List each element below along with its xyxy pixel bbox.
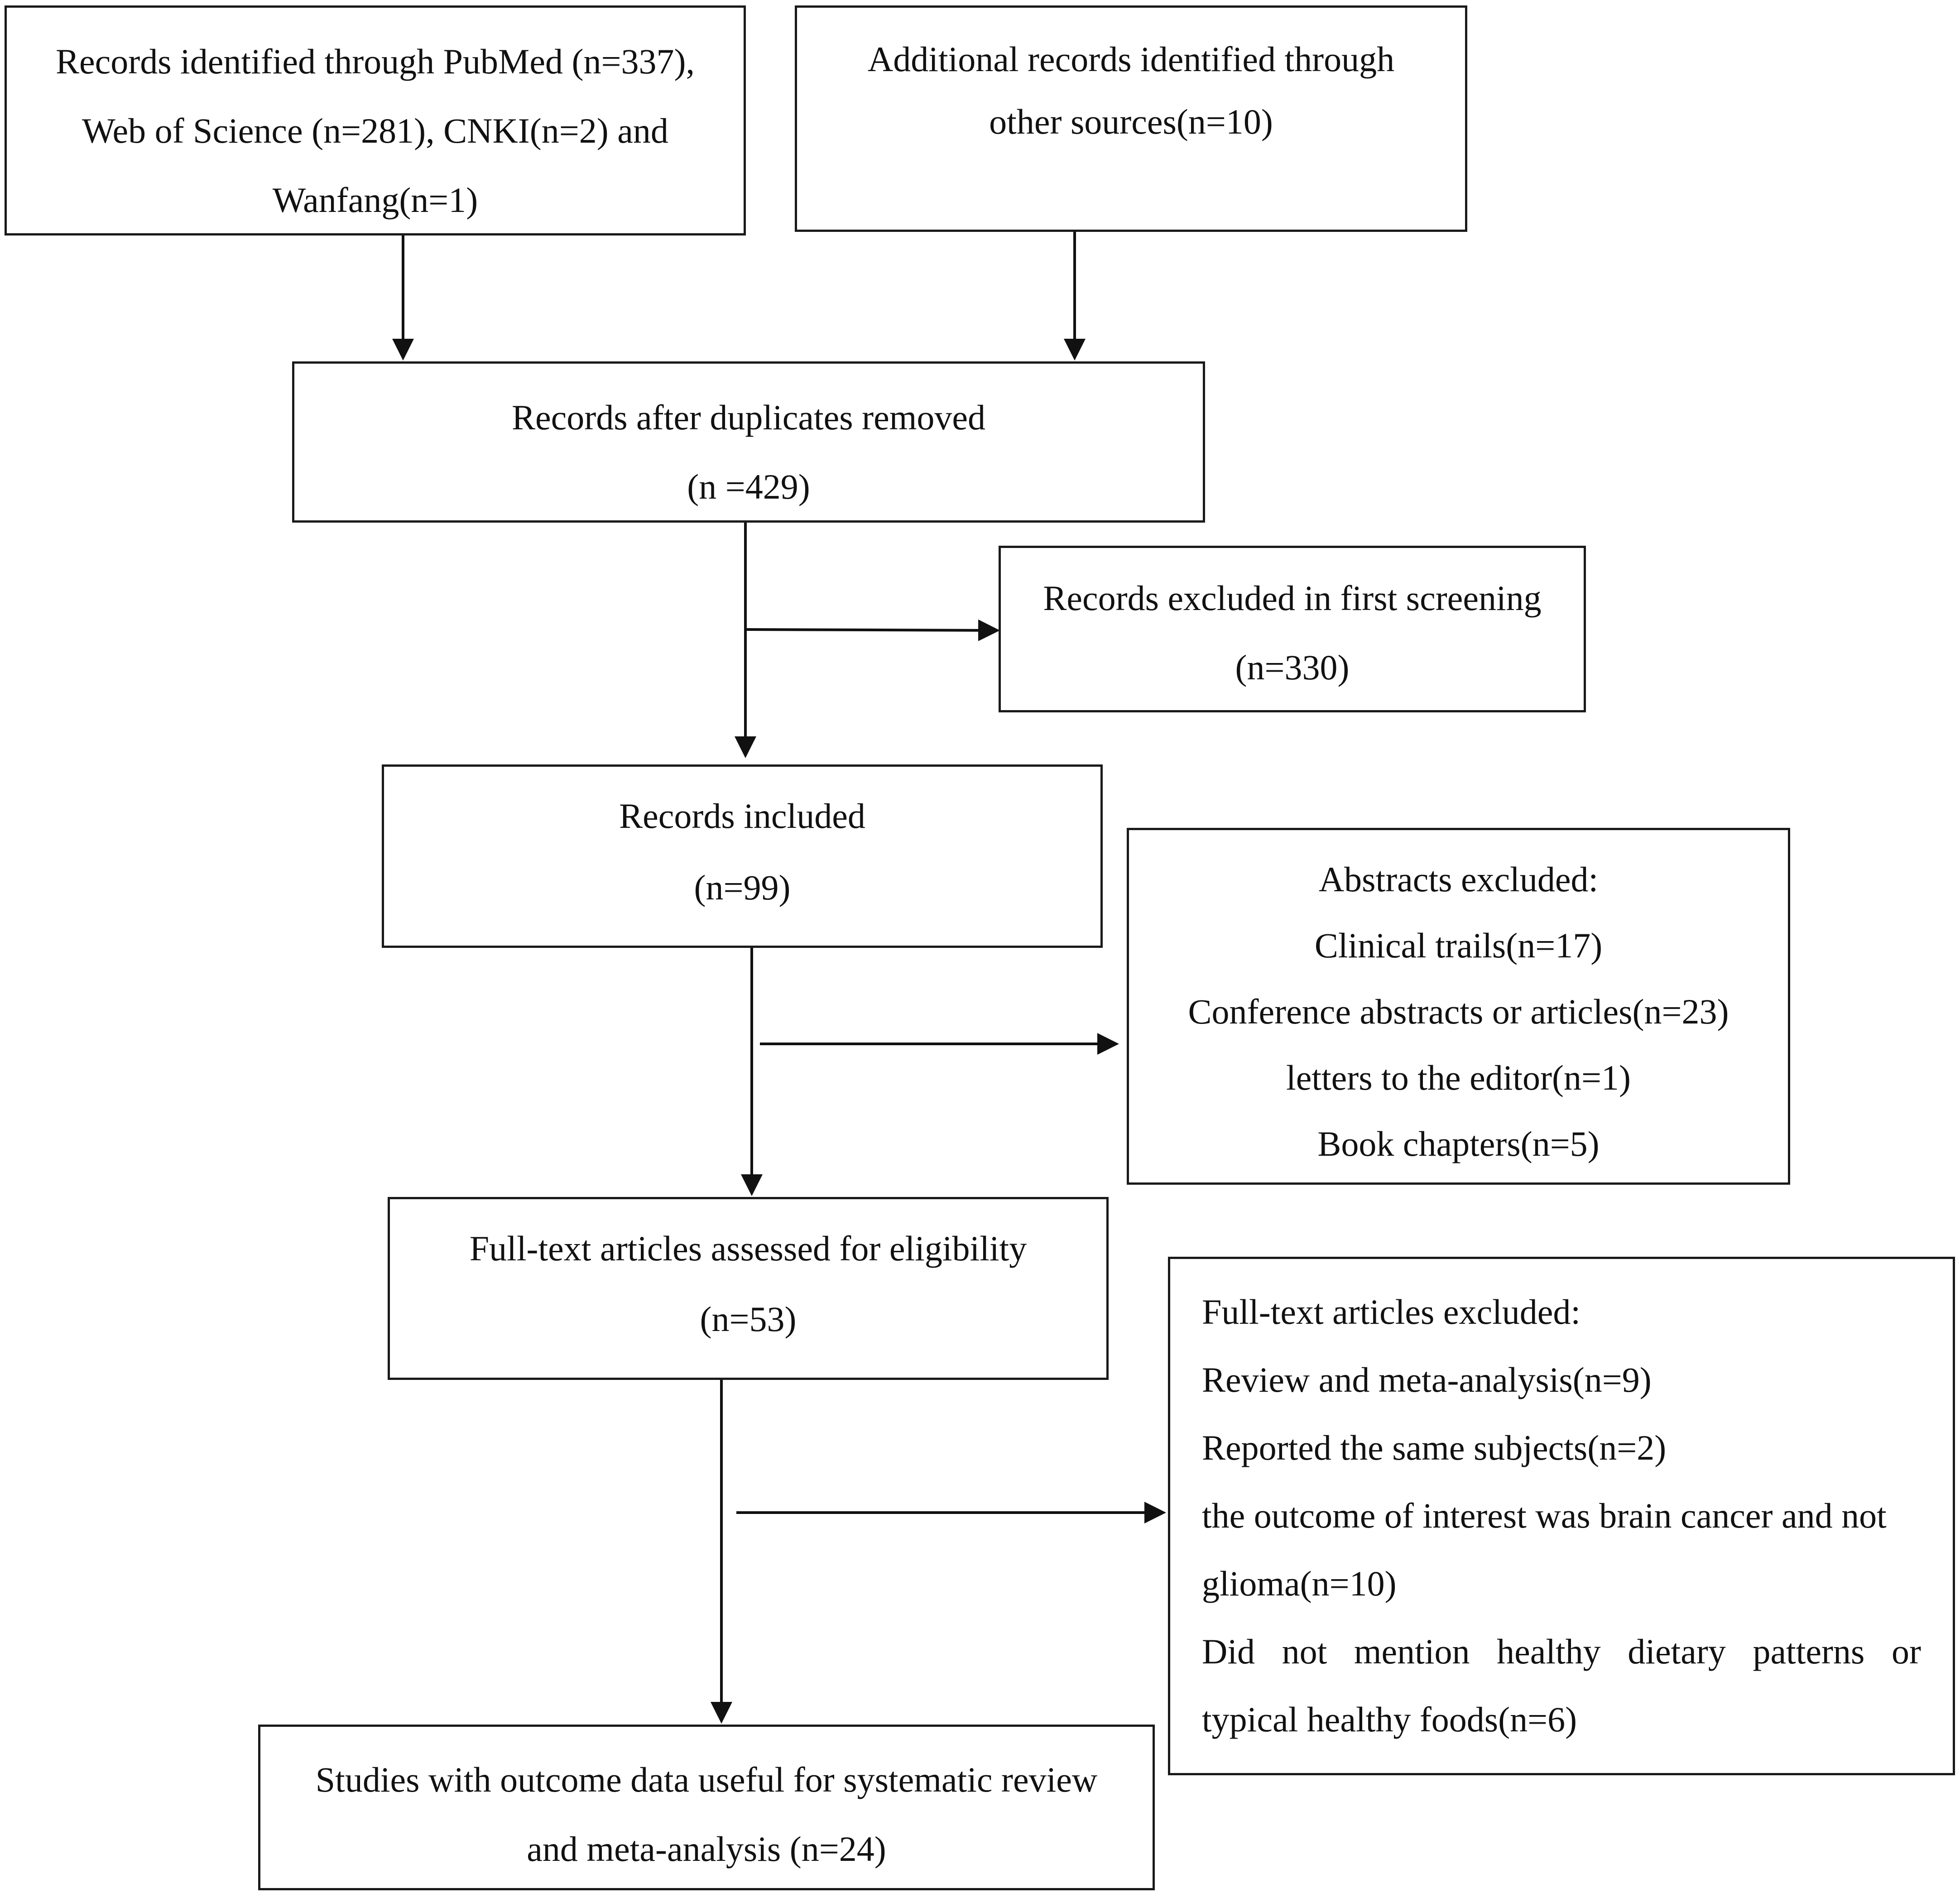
duplicates-line-2: (n =429): [687, 467, 810, 506]
justified-word: dietary: [1628, 1632, 1726, 1671]
justified-word: patterns: [1753, 1632, 1865, 1671]
screening-line-1: Records excluded in first screening: [1043, 578, 1542, 618]
arrow-to-first-screening: [745, 619, 1000, 641]
justified-word: healthy: [1497, 1632, 1601, 1671]
pubmed-line-3: Wanfang(n=1): [272, 180, 478, 220]
box-after-duplicates: Records after duplicates removed (n =429…: [292, 361, 1205, 523]
box-final-studies: Studies with outcome data useful for sys…: [258, 1725, 1155, 1890]
fulltext-excluded-line-4: the outcome of interest was brain cancer…: [1202, 1496, 1887, 1535]
box-fulltext-excluded: Full-text articles excluded: Review and …: [1168, 1257, 1955, 1775]
justified-word: or: [1891, 1632, 1921, 1671]
abstracts-line-4: letters to the editor(n=1): [1286, 1058, 1631, 1097]
box-database-records: Records identified through PubMed (n=337…: [5, 5, 746, 235]
final-line-1: Studies with outcome data useful for sys…: [315, 1760, 1098, 1799]
pubmed-line-2: Web of Science (n=281), CNKI(n=2) and: [82, 111, 668, 150]
box-other-sources: Additional records identified through ot…: [795, 5, 1467, 232]
abstracts-line-2: Clinical trails(n=17): [1314, 926, 1603, 965]
justified-word: Did: [1202, 1632, 1255, 1671]
fulltext-excluded-line-3: Reported the same subjects(n=2): [1202, 1428, 1667, 1467]
justified-word: not: [1282, 1632, 1327, 1671]
abstracts-line-1: Abstracts excluded:: [1318, 860, 1599, 899]
box-fulltext-assessed: Full-text articles assessed for eligibil…: [388, 1197, 1109, 1380]
included-line-2: (n=99): [694, 868, 791, 907]
included-line-1: Records included: [619, 796, 865, 836]
assessed-line-2: (n=53): [700, 1299, 797, 1339]
abstracts-line-5: Book chapters(n=5): [1317, 1124, 1600, 1163]
box-abstracts-excluded: Abstracts excluded: Clinical trails(n=17…: [1127, 828, 1790, 1185]
box-records-included: Records included (n=99): [382, 764, 1103, 948]
fulltext-excluded-line-1: Full-text articles excluded:: [1202, 1292, 1581, 1331]
other-line-1: Additional records identified through: [867, 39, 1395, 79]
fulltext-excluded-line-5: glioma(n=10): [1202, 1564, 1397, 1603]
abstracts-line-3: Conference abstracts or articles(n=23): [1188, 992, 1729, 1031]
fulltext-excluded-line-7: typical healthy foods(n=6): [1202, 1700, 1577, 1739]
other-line-2: other sources(n=10): [989, 102, 1273, 141]
final-line-2: and meta-analysis (n=24): [527, 1829, 886, 1869]
duplicates-line-1: Records after duplicates removed: [511, 398, 986, 437]
fulltext-excluded-line-2: Review and meta-analysis(n=9): [1202, 1360, 1652, 1399]
pubmed-line-1: Records identified through PubMed (n=337…: [56, 42, 695, 81]
justified-word: mention: [1354, 1632, 1470, 1671]
box-first-screening: Records excluded in first screening (n=3…: [999, 546, 1586, 712]
screening-line-2: (n=330): [1235, 648, 1350, 687]
assessed-line-1: Full-text articles assessed for eligibil…: [469, 1229, 1027, 1268]
